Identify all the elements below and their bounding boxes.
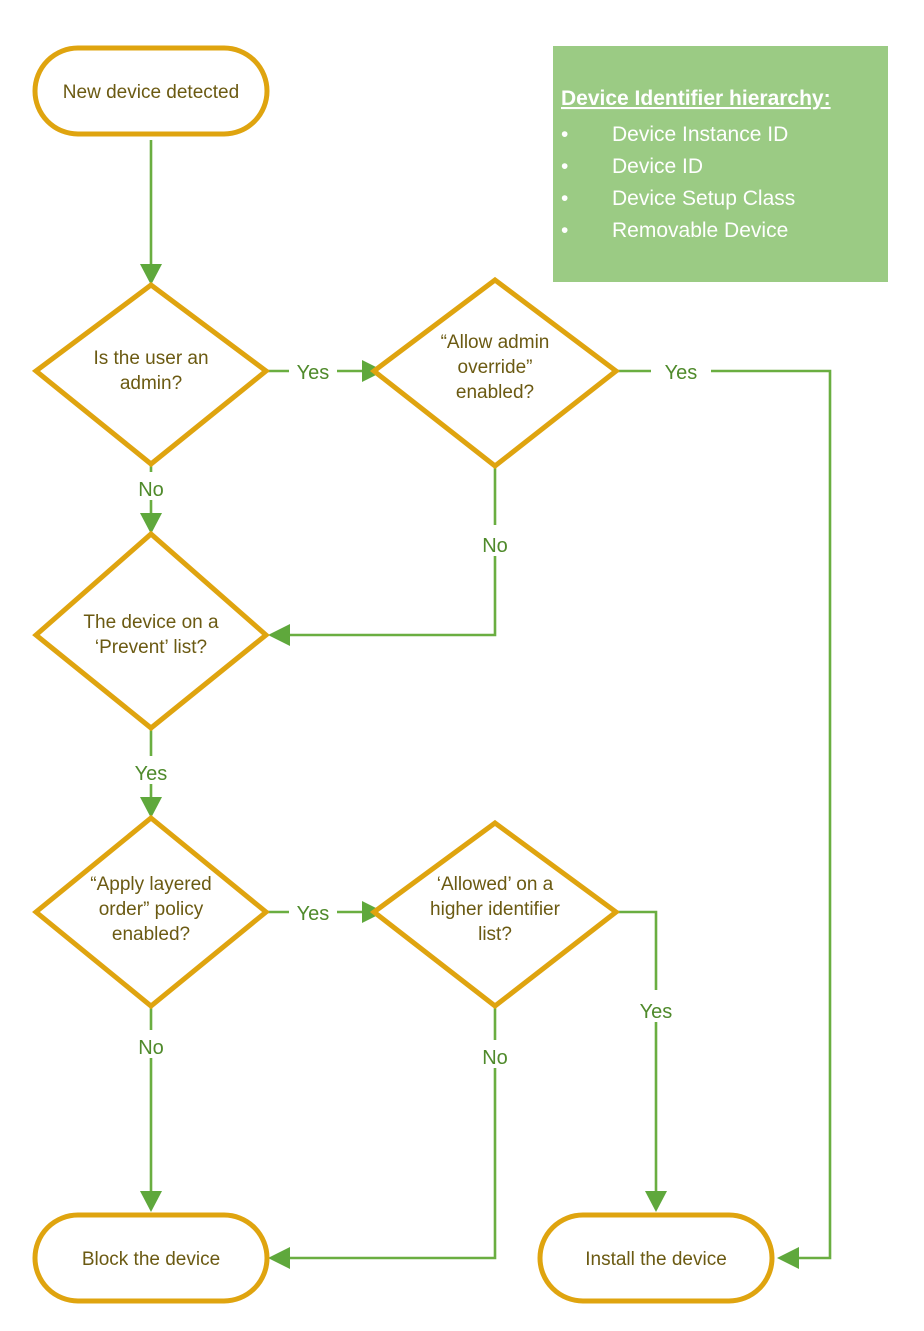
node-prevent-list-shape — [32, 530, 270, 732]
legend-item-0: Device Instance ID — [612, 123, 788, 146]
legend-item-1: Device ID — [612, 155, 703, 178]
edge-start-to-is-admin — [140, 140, 162, 285]
node-allowed-higher-label-line-3: list? — [478, 924, 512, 945]
legend-bullet-icon-2: • — [561, 187, 568, 210]
legend-bullet-icon-1: • — [561, 155, 568, 178]
node-is-admin[interactable]: Is the user an admin? — [31, 281, 271, 468]
legend-item-3: Removable Device — [612, 219, 788, 242]
edge-is-admin-yes-to-override: Yes — [266, 360, 384, 384]
edge-label-layered-no: No — [138, 1037, 164, 1059]
node-is-admin-label-line-2: admin? — [120, 373, 182, 394]
legend-background — [553, 46, 888, 282]
edge-allowed-no-to-block: No — [268, 1006, 508, 1269]
node-layered-order-shape — [32, 814, 270, 1010]
edge-label-prevent-yes: Yes — [135, 763, 168, 785]
node-layered-order[interactable]: “Apply layered order” policy enabled? — [32, 814, 270, 1010]
node-allow-admin-override-label-line-3: enabled? — [456, 382, 534, 403]
edge-layered-yes-to-allowed: Yes — [266, 901, 384, 925]
edge-layered-no-to-block: No — [138, 1006, 164, 1212]
node-allowed-higher-label-line-2: higher identifier — [430, 899, 561, 920]
edge-is-admin-no-to-prevent: No — [138, 465, 164, 534]
legend-device-identifier-hierarchy: Device Identifier hierarchy: • Device In… — [553, 46, 888, 282]
node-is-admin-label-line-1: Is the user an — [93, 348, 208, 369]
node-layered-order-label-line-3: enabled? — [112, 924, 190, 945]
node-start[interactable]: New device detected — [32, 45, 270, 137]
node-install-shape — [537, 1212, 775, 1304]
node-start-shape — [32, 45, 270, 137]
edge-label-admin-no: No — [138, 479, 164, 501]
edge-override-yes-to-install: Yes — [616, 362, 832, 1269]
legend-title: Device Identifier hierarchy: — [561, 87, 831, 110]
edge-override-no-to-prevent: No — [268, 466, 508, 646]
node-is-admin-shape — [31, 281, 271, 468]
node-allowed-higher-shape — [369, 819, 621, 1010]
node-allow-admin-override-shape — [369, 276, 621, 470]
node-allowed-higher-label-line-1: ‘Allowed’ on a — [437, 874, 554, 895]
edge-prevent-yes-to-layered: Yes — [135, 728, 168, 818]
legend-bullet-icon-0: • — [561, 123, 568, 146]
node-block[interactable]: Block the device — [32, 1212, 270, 1304]
legend-item-2: Device Setup Class — [612, 187, 795, 210]
node-block-shape — [32, 1212, 270, 1304]
edge-label-allowed-yes: Yes — [640, 1001, 673, 1023]
edge-label-allowed-no: No — [482, 1047, 508, 1069]
node-block-label: Block the device — [82, 1249, 220, 1270]
node-layered-order-label-line-2: order” policy — [99, 899, 204, 920]
node-prevent-list[interactable]: The device on a ‘Prevent’ list? — [32, 530, 270, 732]
node-allow-admin-override-label-line-1: “Allow admin — [441, 332, 550, 353]
edge-label-layered-yes: Yes — [297, 903, 330, 925]
node-install[interactable]: Install the device — [537, 1212, 775, 1304]
node-prevent-list-label-line-1: The device on a — [83, 612, 219, 633]
edge-label-override-yes: Yes — [665, 362, 698, 384]
legend-bullet-icon-3: • — [561, 219, 568, 242]
node-allow-admin-override[interactable]: “Allow admin override” enabled? — [369, 276, 621, 470]
node-layered-order-label-line-1: “Apply layered — [90, 874, 211, 895]
node-allowed-higher[interactable]: ‘Allowed’ on a higher identifier list? — [369, 819, 621, 1010]
edge-label-override-no: No — [482, 535, 508, 557]
edge-label-admin-yes: Yes — [297, 362, 330, 384]
edge-allowed-yes-to-install: Yes — [616, 910, 673, 1212]
node-allow-admin-override-label-line-2: override” — [458, 357, 533, 378]
node-install-label: Install the device — [585, 1249, 727, 1270]
node-prevent-list-label-line-2: ‘Prevent’ list? — [95, 637, 207, 658]
node-start-label: New device detected — [63, 82, 239, 103]
